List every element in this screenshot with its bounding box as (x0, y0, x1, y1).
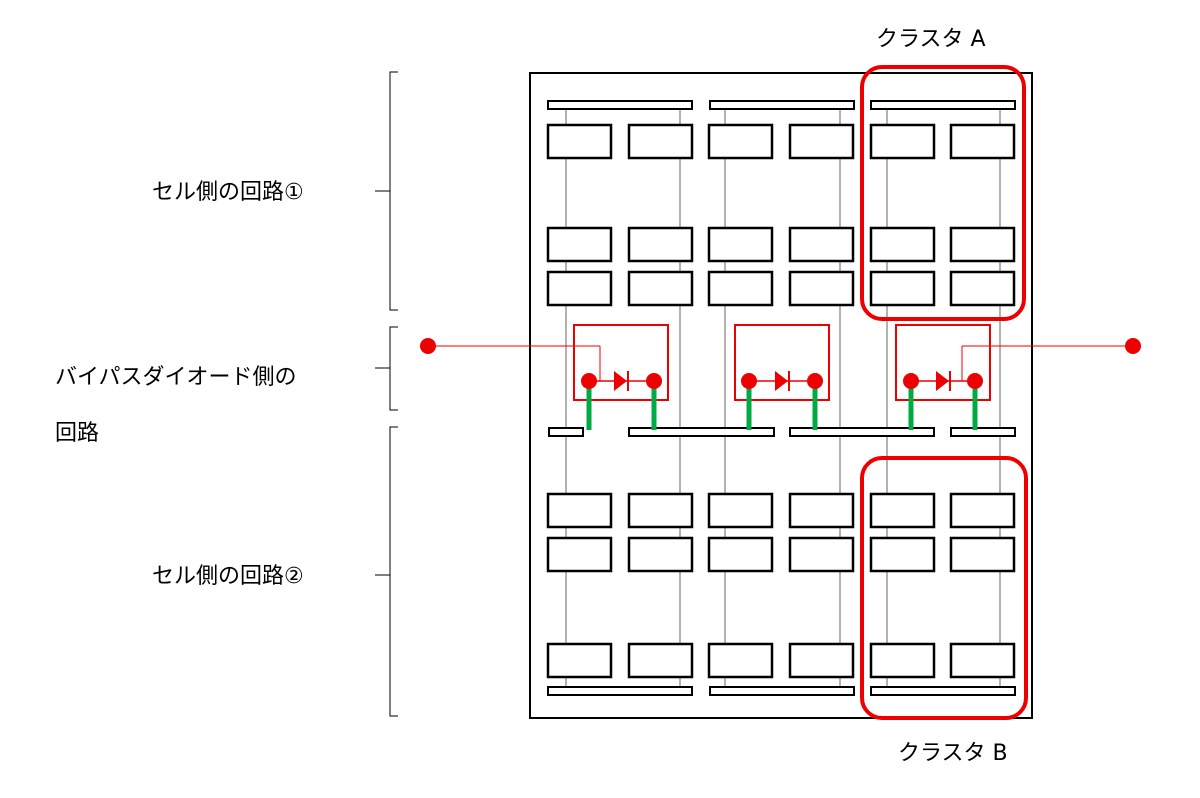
diode-icon (614, 371, 627, 391)
module-frame (529, 72, 1033, 719)
bus-bar (709, 686, 855, 696)
solar-cell (627, 123, 694, 160)
bus-bar (870, 686, 1016, 696)
string-lines (565, 108, 1001, 690)
bracket-bypass-circuit (375, 326, 398, 411)
solar-cell (707, 270, 774, 307)
cluster-b-outline (860, 456, 1028, 720)
bus-bar (789, 427, 935, 437)
solar-cell (707, 492, 774, 529)
terminal-dot-icon (420, 338, 436, 354)
solar-cell (869, 270, 936, 307)
bus-bar (547, 686, 693, 696)
bus-bar (628, 427, 775, 437)
solar-cell (546, 642, 613, 679)
solar-cell (627, 536, 694, 573)
solar-cell (869, 123, 936, 160)
solar-cell (707, 536, 774, 573)
solar-cell (788, 123, 855, 160)
terminal-dot-icon (741, 373, 757, 389)
solar-cell (627, 226, 694, 263)
solar-cell (546, 270, 613, 307)
cluster-a-outline (860, 65, 1026, 321)
solar-cell (546, 536, 613, 573)
solar-cell (546, 226, 613, 263)
junction-box (895, 324, 991, 401)
solar-cell (707, 642, 774, 679)
bus-bar (547, 100, 693, 110)
solar-cell (707, 123, 774, 160)
bracket-cell-circuit-1 (375, 71, 398, 311)
terminal-dot-icon (967, 373, 983, 389)
solar-cell (788, 226, 855, 263)
solar-cell (869, 226, 936, 263)
junction-box (573, 324, 669, 401)
cells-group (546, 123, 1016, 679)
solar-cell (869, 492, 936, 529)
cell-circuit-2-label: セル側の回路② (152, 564, 304, 589)
solar-cell (788, 536, 855, 573)
bus-bar (709, 100, 855, 110)
bypass-diode-circuit-label: バイパスダイオード側の 回路 (55, 350, 297, 462)
junction-box (734, 324, 830, 401)
bypass-circuit-group (420, 324, 1141, 430)
solar-cell (546, 123, 613, 160)
solar-cell (627, 492, 694, 529)
solar-cell (949, 270, 1016, 307)
solar-cell (788, 270, 855, 307)
solar-cell (627, 270, 694, 307)
solar-cell (707, 226, 774, 263)
terminal-dot-icon (807, 373, 823, 389)
bypass-label-line-1: バイパスダイオード側の (55, 365, 297, 390)
cluster-b-label: クラスタ B (898, 741, 1008, 766)
solar-cell (949, 492, 1016, 529)
cell-circuit-1-label: セル側の回路① (152, 180, 304, 205)
bracket-cell-circuit-2 (375, 426, 398, 717)
terminal-dot-icon (903, 373, 919, 389)
solar-cell (788, 642, 855, 679)
terminal-dot-icon (1125, 338, 1141, 354)
cluster-a-label: クラスタ A (876, 27, 986, 52)
diode-icon (775, 371, 788, 391)
solar-cell (546, 492, 613, 529)
solar-cell (949, 123, 1016, 160)
bus-bar (548, 427, 584, 437)
solar-cell (788, 492, 855, 529)
bus-bar (870, 100, 1016, 110)
bus-bar (950, 427, 1016, 437)
solar-cell (627, 642, 694, 679)
busbars-group (547, 100, 1016, 696)
diode-icon (936, 371, 949, 391)
bypass-label-line-2: 回路 (55, 421, 100, 446)
solar-cell (949, 536, 1016, 573)
solar-cell (949, 642, 1016, 679)
solar-cell (949, 226, 1016, 263)
terminal-dot-icon (581, 373, 597, 389)
solar-cell (869, 642, 936, 679)
solar-cell (869, 536, 936, 573)
terminal-dot-icon (646, 373, 662, 389)
